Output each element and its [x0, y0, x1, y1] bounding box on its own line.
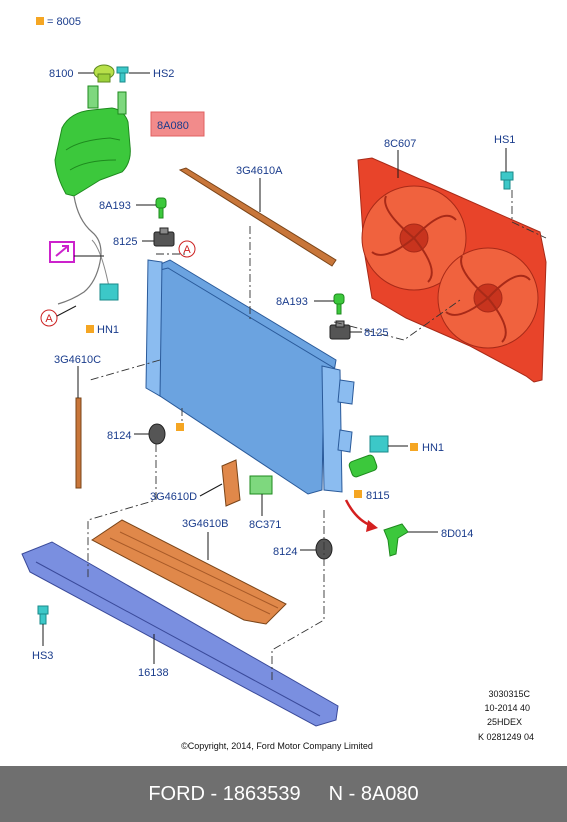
- label-8115: 8115: [366, 490, 390, 502]
- hs1-screw[interactable]: [500, 171, 514, 190]
- meta-line-4: K 0281249 04: [478, 732, 534, 742]
- connector-hn1-right[interactable]: [369, 435, 389, 453]
- meta-line-2: 10-2014 40: [484, 703, 530, 713]
- assembly-line-4: [511, 190, 547, 239]
- legend-square-icon: [36, 17, 44, 25]
- sensor-8115[interactable]: [348, 454, 378, 478]
- reservoir-hose: [57, 195, 102, 305]
- crossmember[interactable]: [21, 541, 339, 727]
- label-3g4610a: 3G4610A: [236, 165, 283, 177]
- meta-line-3: 25HDEX: [487, 717, 522, 727]
- callout-a-left-leader: [56, 305, 77, 317]
- label-8d014: 8D014: [441, 528, 473, 540]
- copyright-text: ©Copyright, 2014, Ford Motor Company Lim…: [181, 741, 373, 751]
- assembly-line-3: [333, 299, 461, 341]
- legend-text: = 8005: [47, 16, 81, 28]
- label-8100: 8100: [49, 68, 73, 80]
- clip-8a193-mid[interactable]: [333, 293, 345, 315]
- label-hs1: HS1: [494, 134, 515, 146]
- label-8124-left: 8124: [107, 430, 131, 442]
- callout-a-top: A: [183, 244, 191, 256]
- assembly-line-5: [87, 444, 157, 580]
- label-16138: 16138: [138, 667, 169, 679]
- hn1-left-marker-icon: [86, 325, 94, 333]
- seal-block-3g4610d[interactable]: [221, 459, 241, 507]
- label-8125-top: 8125: [113, 236, 137, 248]
- label-hs3: HS3: [32, 650, 53, 662]
- upper-seal-strip[interactable]: [178, 167, 337, 267]
- footer-bar: FORD - 1863539 N - 8A080: [0, 766, 567, 822]
- hn1-right-marker-icon: [410, 443, 418, 451]
- radiator[interactable]: [145, 259, 355, 495]
- hs2-screw[interactable]: [116, 66, 129, 83]
- bracket-8c371[interactable]: [249, 475, 273, 495]
- side-seal-strip[interactable]: [75, 397, 82, 489]
- label-8c607: 8C607: [384, 138, 416, 150]
- label-8124-bottom: 8124: [273, 546, 297, 558]
- label-8125-mid: 8125: [364, 327, 388, 339]
- fan-shroud-assembly[interactable]: [357, 157, 547, 383]
- label-8a193-mid: 8A193: [276, 296, 308, 308]
- clip-8a193-top[interactable]: [155, 197, 167, 219]
- footer-part-number: N - 8A080: [328, 782, 419, 805]
- drain-plug-8d014[interactable]: [383, 523, 409, 557]
- radiator-marker-icon: [176, 423, 184, 431]
- assembly-line-6: [271, 510, 325, 680]
- label-8c371: 8C371: [249, 519, 281, 531]
- connector-hn1-left[interactable]: [99, 283, 119, 301]
- footer-brand-part: FORD - 1863539: [148, 782, 301, 805]
- label-hn1-left: HN1: [97, 324, 119, 336]
- 8115-marker-icon: [354, 490, 362, 498]
- bracket-8125-top[interactable]: [153, 227, 175, 247]
- leader-3g4610d: [199, 483, 223, 497]
- callout-a-top-icon: [178, 240, 196, 258]
- label-3g4610d: 3G4610D: [150, 491, 197, 503]
- red-arrowhead-icon: [366, 520, 378, 532]
- reservoir-cap[interactable]: [93, 64, 115, 83]
- coolant-reservoir[interactable]: [54, 85, 131, 197]
- label-8a080: 8A080: [157, 120, 189, 132]
- label-hn1-right: HN1: [422, 442, 444, 454]
- hs3-screw[interactable]: [37, 605, 49, 625]
- label-hs2: HS2: [153, 68, 174, 80]
- callout-a-left: A: [45, 313, 53, 325]
- magenta-callout-icon: [49, 241, 75, 263]
- label-3g4610b: 3G4610B: [182, 518, 228, 530]
- lower-shield[interactable]: [91, 519, 287, 625]
- meta-line-1: 3030315C: [488, 689, 530, 699]
- mount-8124-left[interactable]: [148, 423, 166, 445]
- label-8a193-top: 8A193: [99, 200, 131, 212]
- assembly-line-2: [89, 253, 186, 381]
- callout-a-left-icon: [40, 309, 58, 327]
- parts-diagram: = 8005 A A: [21, 16, 547, 751]
- label-3g4610c: 3G4610C: [54, 354, 101, 366]
- part-highlight-box: [150, 111, 205, 137]
